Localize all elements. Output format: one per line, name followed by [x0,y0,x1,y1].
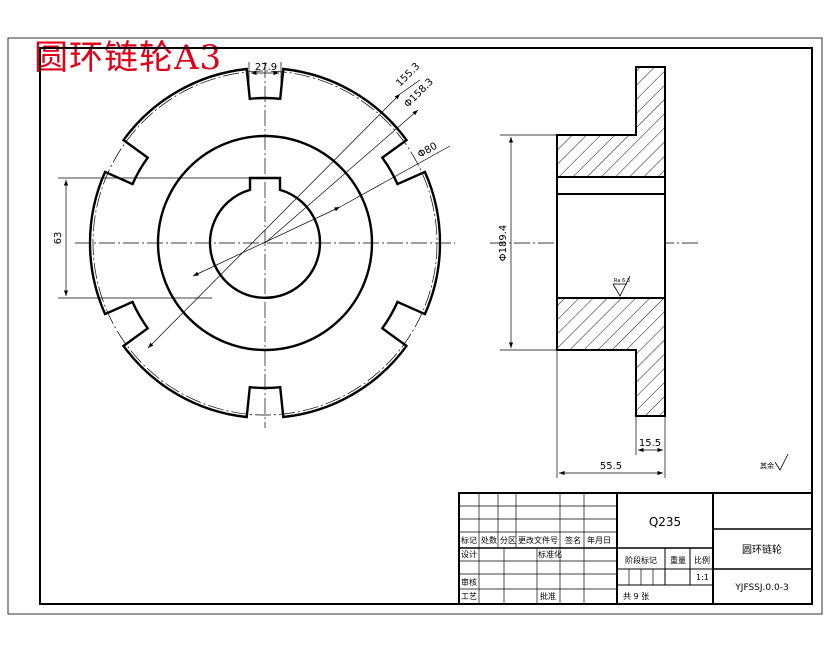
key-slot [556,176,666,195]
dim-63: 63 [53,232,64,245]
weight-label: 重量 [670,555,686,565]
outer-border [7,37,823,615]
rev-header-sign: 签名 [565,535,581,545]
stage-mark-label: 阶段标记 [625,555,657,565]
lower-section [556,297,666,417]
part-name: 圆环链轮 [742,543,782,556]
rev-header-zone: 分区 [500,536,516,545]
review-label: 审核 [461,577,477,587]
front-view [75,62,455,428]
rev-header-docno: 更改文件号 [518,535,558,545]
title-block-text: 标记 处数 分区 更改文件号 签名 年月日 设计 标准化 审核 工艺 批准 Q2… [461,515,789,601]
rev-header-count: 处数 [481,535,497,545]
roughness-symbol [612,275,631,297]
sheet-count: 共 9 张 [623,592,649,601]
scale-value: 1:1 [696,573,709,582]
inner-frame [39,47,813,605]
section-view: Φ189.4 15.5 55.5 Ra 6.3 [490,66,700,478]
dim-side-diameter: Φ189.4 [498,225,509,262]
upper-section [556,66,666,178]
dim-hub: Φ80 [416,141,439,161]
front-dimensions: 27.9 63 155.3 Φ158.3 Φ80 [53,61,451,349]
drawing-number: YJFSSJ.0.0-3 [734,583,788,593]
dim-flange-width: 15.5 [639,438,661,449]
pitch-circle [92,70,438,416]
material: Q235 [649,515,681,529]
title-block [458,492,813,605]
design-label: 设计 [461,549,477,559]
standardization-label: 标准化 [538,549,562,559]
process-label: 工艺 [461,592,477,601]
rev-header-date: 年月日 [587,535,611,545]
roughness-other-symbol [774,453,789,471]
dim-outer: 155.3 [394,61,422,89]
approve-label: 批准 [540,591,556,601]
dim-total-width: 55.5 [600,461,622,472]
leader-hub [192,206,341,277]
roughness-other-note: 其余 [760,461,774,470]
roughness-value: Ra 6.3 [614,278,630,284]
rev-header-mark: 标记 [461,535,477,545]
dim-chord: 27.9 [255,62,277,73]
sprocket-outline [88,67,442,419]
bore-section [556,193,666,299]
drawing-title: 圆环链轮A3 [34,38,223,78]
leader-outer [147,93,401,349]
scale-label: 比例 [694,555,710,565]
